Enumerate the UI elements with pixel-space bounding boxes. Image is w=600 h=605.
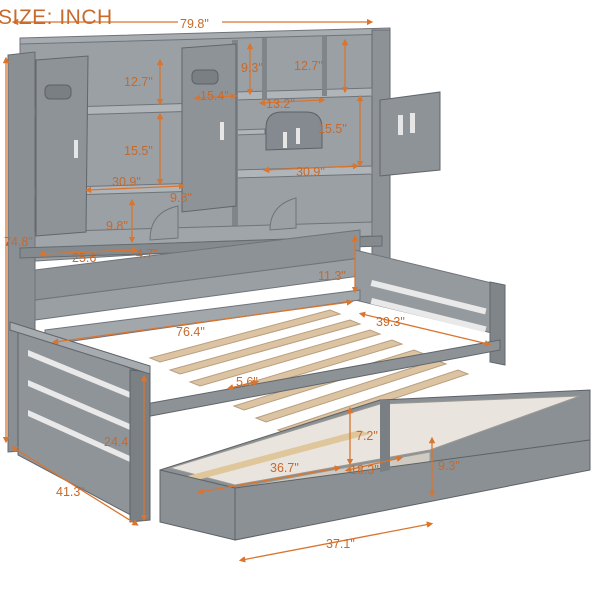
label-shelf-small: 9.3"	[241, 61, 263, 75]
label-ledge-w: 25.6"	[72, 251, 101, 265]
label-shelf-depth: 9.8"	[170, 191, 192, 205]
label-depth: 41.3"	[56, 485, 85, 499]
label-inner-width: 39.3"	[376, 315, 405, 329]
label-drawer-inner-w: 18.3"	[350, 463, 379, 477]
label-gap-small: 9.8"	[106, 219, 128, 233]
label-cabinet-h-right: 15.5"	[318, 122, 347, 136]
label-cubby-w2: 13.2"	[266, 97, 295, 111]
label-cabinet-w-right: 30.9"	[296, 165, 325, 179]
label-shelf-h-right: 12.7"	[294, 59, 323, 73]
label-drawer-inner-l: 36.7"	[270, 461, 299, 475]
label-drawer-h: 9.3"	[438, 459, 460, 473]
dimension-labels: 79.8" 12.7" 9.3" 12.7" 15.4" 13.2" 15.5"…	[4, 14, 460, 551]
label-cubby-w: 15.4"	[200, 89, 229, 103]
label-total-height: 74.8"	[4, 235, 33, 249]
label-slat-gap: 5.6"	[236, 375, 258, 389]
label-ledge-small: 4.7"	[136, 247, 158, 261]
label-cabinet-h-left: 15.5"	[124, 144, 153, 158]
label-cabinet-w-left: 30.9"	[112, 175, 141, 189]
label-drawer-h-inner: 7.2"	[356, 429, 378, 443]
label-width-top: 79.8"	[180, 17, 209, 31]
label-side-h: 24.4"	[104, 435, 133, 449]
label-inner-length: 76.4"	[176, 325, 205, 339]
label-drawer-l: 37.1"	[326, 537, 355, 551]
size-unit-title: SIZE: INCH	[0, 6, 113, 29]
label-rail-h: 11.3"	[318, 269, 346, 283]
label-shelf-h-left: 12.7"	[124, 75, 153, 89]
